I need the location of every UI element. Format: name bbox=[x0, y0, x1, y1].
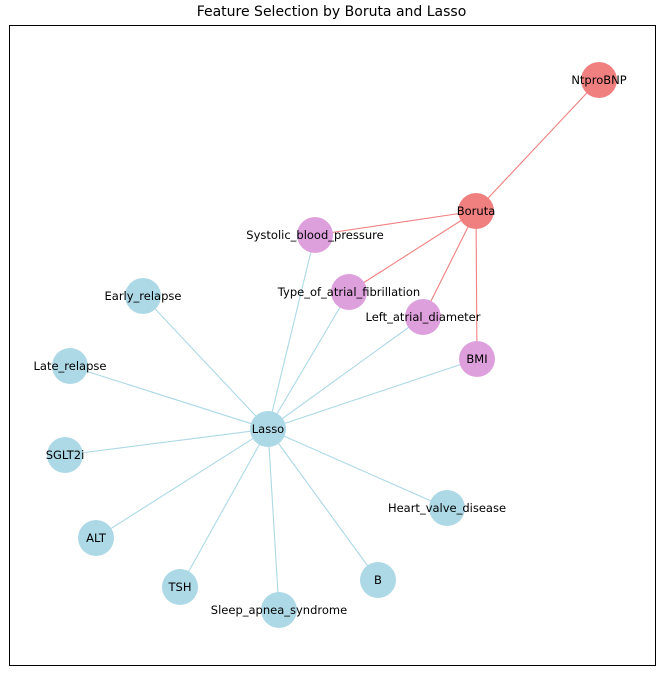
edge-boruta-ntprobnp bbox=[475, 79, 600, 212]
node-label-left-atrial-diameter: Left_atrial_diameter bbox=[366, 310, 481, 324]
nodes-layer bbox=[47, 62, 617, 628]
node-label-sleep-apnea-syndrome: Sleep_apnea_syndrome bbox=[211, 603, 347, 617]
node-type-of-atrial-fibrillation bbox=[331, 274, 367, 310]
node-label-type-of-atrial-fibrillation: Type_of_atrial_fibrillation bbox=[277, 285, 420, 299]
node-sleep-apnea-syndrome bbox=[261, 592, 297, 628]
node-label-systolic-blood-pressure: Systolic_blood_pressure bbox=[246, 228, 383, 242]
node-sglt2i bbox=[47, 437, 83, 473]
edge-lasso-alt bbox=[95, 428, 269, 539]
edge-lasso-tsh bbox=[179, 428, 269, 588]
node-early-relapse bbox=[125, 278, 161, 314]
edges-layer bbox=[64, 79, 600, 611]
node-alt bbox=[78, 520, 114, 556]
node-label-tsh: TSH bbox=[168, 580, 192, 594]
node-lasso bbox=[250, 411, 286, 447]
edge-lasso-left-atrial-diameter bbox=[267, 316, 424, 430]
node-tsh bbox=[162, 569, 198, 605]
edge-lasso-late-relapse bbox=[69, 365, 269, 430]
edge-lasso-sglt2i bbox=[64, 428, 269, 456]
edge-lasso-early-relapse bbox=[142, 295, 269, 430]
node-label-alt: ALT bbox=[86, 531, 107, 545]
node-label-early-relapse: Early_relapse bbox=[105, 289, 182, 303]
diagram-title: Feature Selection by Boruta and Lasso bbox=[196, 4, 467, 20]
node-heart-valve-disease bbox=[429, 490, 465, 526]
node-boruta bbox=[458, 193, 494, 229]
node-left-atrial-diameter bbox=[405, 299, 441, 335]
node-label-b: B bbox=[374, 573, 382, 587]
edge-lasso-heart-valve-disease bbox=[267, 428, 448, 509]
node-late-relapse bbox=[52, 348, 88, 384]
node-label-boruta: Boruta bbox=[457, 204, 496, 218]
edge-lasso-systolic-blood-pressure bbox=[267, 234, 316, 430]
edge-boruta-systolic-blood-pressure bbox=[314, 210, 477, 236]
edge-boruta-left-atrial-diameter bbox=[422, 210, 477, 318]
node-systolic-blood-pressure bbox=[297, 217, 333, 253]
edge-lasso-sleep-apnea-syndrome bbox=[267, 428, 280, 611]
node-label-late-relapse: Late_relapse bbox=[34, 359, 107, 373]
edge-lasso-b bbox=[267, 428, 379, 581]
node-ntprobnp bbox=[581, 62, 617, 98]
node-bmi bbox=[459, 341, 495, 377]
node-label-heart-valve-disease: Heart_valve_disease bbox=[388, 501, 506, 515]
node-label-lasso: Lasso bbox=[252, 422, 284, 436]
labels-layer: NtproBNP BorutaSystolic_blood_pressureTyp… bbox=[34, 73, 627, 617]
node-label-sglt2i: SGLT2i bbox=[46, 448, 85, 462]
node-label-ntprobnp: NtproBNP bbox=[571, 73, 626, 87]
node-label-bmi: BMI bbox=[466, 352, 487, 366]
edge-lasso-type-of-atrial-fibrillation bbox=[267, 291, 350, 430]
edge-lasso-bmi bbox=[267, 358, 478, 430]
edge-boruta-type-of-atrial-fibrillation bbox=[348, 210, 477, 293]
edge-boruta-bmi bbox=[475, 210, 478, 360]
plot-frame bbox=[9, 25, 656, 666]
node-b bbox=[360, 562, 396, 598]
